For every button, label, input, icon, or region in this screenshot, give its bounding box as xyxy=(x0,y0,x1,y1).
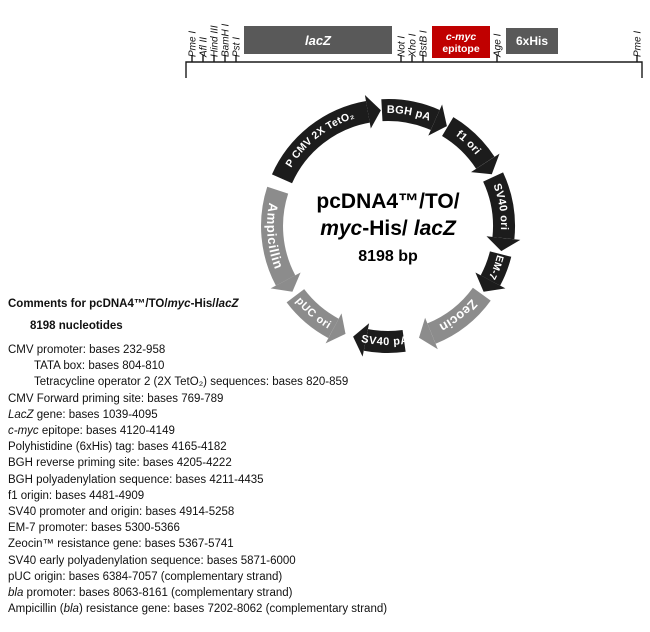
restriction-site-label: BstB I xyxy=(419,30,430,57)
comments-subheading: 8198 nucleotides xyxy=(30,320,123,332)
segment-bgh-pa xyxy=(381,99,440,131)
restriction-site-label: Pst I xyxy=(232,37,243,57)
segment-sv40-pa-arrowhead xyxy=(353,323,370,357)
segment-bgh-pa-arrowhead xyxy=(428,104,447,136)
restriction-site-label: Pme I xyxy=(188,31,199,57)
comments-heading-run: -His/ xyxy=(190,298,216,310)
segment-pcmv-2xteto2 xyxy=(271,100,371,184)
lacz-gene-box xyxy=(244,26,392,54)
comment-line: Tetracycline operator 2 (2X TetO₂) seque… xyxy=(34,376,349,389)
plasmid-title: pcDNA4™/TO/ myc-His/lacZ 8198 bp xyxy=(316,190,459,265)
plasmid-name-line2: myc-His/lacZ xyxy=(320,217,457,240)
restriction-site-label: BamH I xyxy=(221,23,232,57)
lacz-gene-label: lacZ xyxy=(305,33,332,48)
comment-line: Polyhistidine (6xHis) tag: bases 4165-41… xyxy=(8,441,227,454)
comment-line: SV40 promoter and origin: bases 4914-525… xyxy=(8,506,235,519)
his-tag-box xyxy=(506,28,558,54)
comments-heading-run: myc xyxy=(167,298,191,310)
comment-line: Ampicillin (bla) resistance gene: bases … xyxy=(8,603,388,616)
comment-line: BGH reverse priming site: bases 4205-422… xyxy=(8,457,232,470)
plasmid-name-lacz: lacZ xyxy=(414,217,457,240)
comment-line: bla promoter: bases 8063-8161 (complemen… xyxy=(8,587,293,600)
plasmid-size: 8198 bp xyxy=(358,248,418,265)
comment-line: EM-7 promoter: bases 5300-5366 xyxy=(8,522,180,535)
comments-heading-run: lacZ xyxy=(215,298,239,310)
plasmid-name-part1: pcDNA4™/TO/ xyxy=(316,190,459,213)
comment-line: BGH polyadenylation sequence: bases 4211… xyxy=(8,473,264,486)
comments-section: Comments for pcDNA4™/TO/myc-His/lacZ 819… xyxy=(8,298,640,617)
segment-pcmv-2xteto2-arrowhead xyxy=(364,95,381,129)
segment-puc-ori xyxy=(286,288,339,339)
comment-line: LacZ gene: bases 1039-4095 xyxy=(8,408,158,421)
segment-f1-ori xyxy=(441,117,495,170)
restriction-site-label: Pme I xyxy=(633,31,644,57)
segment-f1-ori-arrowhead xyxy=(471,153,500,175)
comments-heading-run: Comments for pcDNA4™/TO/ xyxy=(8,298,168,310)
comment-line: CMV Forward priming site: bases 769-789 xyxy=(8,392,224,405)
restriction-site-label: Xho I xyxy=(408,33,419,58)
segment-zeocin xyxy=(427,287,491,344)
segment-sv40-pa-label: SV40 pA xyxy=(360,333,409,348)
segment-ampicillin-arrowhead xyxy=(270,272,301,292)
segment-sv40-ori xyxy=(482,172,515,240)
restriction-site-label: Age I xyxy=(493,33,504,58)
cmyc-epitope-label-line1: c-myc xyxy=(446,31,477,43)
comment-line: TATA box: bases 804-810 xyxy=(34,360,165,373)
cmyc-epitope-label-line2: epitope xyxy=(442,43,479,55)
segment-puc-ori-arrowhead xyxy=(325,313,346,344)
restriction-site-label: Not I xyxy=(397,36,408,57)
comment-line: pUC origin: bases 6384-7057 (complementa… xyxy=(8,570,283,583)
plasmid-name-line1: pcDNA4™/TO/ xyxy=(316,190,459,213)
plasmid-name-his: -His/ xyxy=(362,217,408,240)
comments-heading: Comments for pcDNA4™/TO/myc-His/lacZ xyxy=(8,298,640,310)
map-baseline xyxy=(185,61,643,78)
segment-sv40-ori-arrowhead xyxy=(486,236,521,252)
comment-line: CMV promoter: bases 232-958 xyxy=(8,344,166,356)
segment-ampicillin xyxy=(261,186,296,286)
comment-line: c-myc epitope: bases 4120-4149 xyxy=(8,425,175,438)
cmyc-epitope-box xyxy=(432,26,490,58)
segment-pcmv-2xteto2-label: P CMV 2X TetO₂ xyxy=(283,109,356,169)
segment-zeocin-arrowhead xyxy=(419,317,438,350)
restriction-site-label: Afl II xyxy=(199,37,210,58)
segment-em-7-arrowhead xyxy=(475,272,506,292)
linear-map-boxes: lacZ c-myc epitope 6xHis xyxy=(244,26,558,58)
plasmid-name-myc: myc xyxy=(320,217,362,240)
comment-line: Zeocin™ resistance gene: bases 5367-5741 xyxy=(8,538,234,551)
segment-sv40-pa xyxy=(363,329,406,354)
comment-line: f1 origin: bases 4481-4909 xyxy=(8,489,145,502)
his-tag-label: 6xHis xyxy=(516,34,548,48)
comment-line: SV40 early polyadenylation sequence: bas… xyxy=(8,554,296,567)
restriction-site-label: Hind III xyxy=(210,25,221,57)
